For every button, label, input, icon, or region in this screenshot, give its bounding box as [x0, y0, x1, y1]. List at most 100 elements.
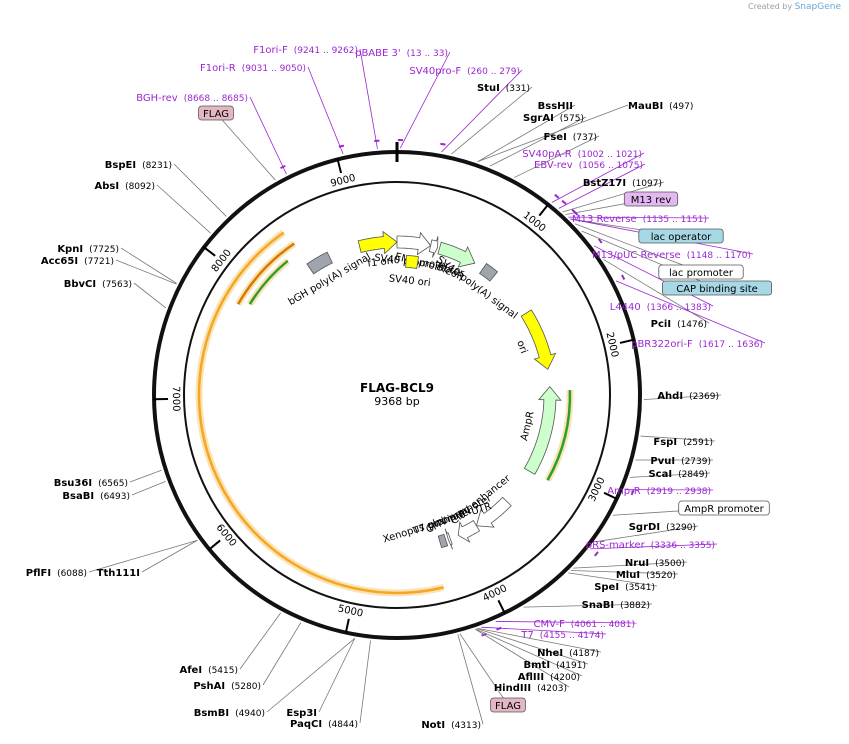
site-coord: (1476): [677, 320, 707, 330]
site-primer[interactable]: L4440(1366 .. 1383): [610, 302, 711, 313]
site-primer[interactable]: SV40pro-F(260 .. 279): [409, 66, 520, 77]
site-name: SgrDI: [629, 522, 660, 533]
site-enzyme[interactable]: AfeI(5415): [179, 665, 238, 676]
site-connector: [457, 634, 484, 725]
feature-cmv-enhancer[interactable]: [475, 496, 512, 528]
feature-ori[interactable]: [520, 309, 557, 370]
site-enzyme[interactable]: NotI(4313): [421, 720, 481, 731]
site-name: CMV-F: [533, 619, 564, 630]
site-primer[interactable]: Amp-R(2919 .. 2938): [607, 486, 711, 497]
feature-sv40-promoter[interactable]: [396, 231, 432, 256]
site-enzyme[interactable]: NruI(3500): [625, 558, 685, 569]
site-feature[interactable]: lac operator: [638, 228, 724, 244]
site-enzyme[interactable]: PflFI(6088): [26, 568, 87, 579]
site-primer[interactable]: M13 Reverse (1135 .. 1151): [572, 214, 707, 225]
site-primer[interactable]: M13/pUC Reverse(1148 .. 1170): [592, 250, 751, 261]
feature-f1-ori[interactable]: [357, 230, 398, 255]
site-name: MauBI: [628, 101, 663, 112]
feature-em7-promoter[interactable]: [428, 236, 439, 258]
site-label: Tth111I: [97, 568, 140, 579]
site-coord: (5280): [231, 682, 261, 692]
site-primer[interactable]: CMV-F(4061 .. 4081): [533, 619, 635, 630]
site-enzyme[interactable]: Bsu36I(6565): [54, 478, 128, 489]
site-enzyme[interactable]: AflIII(4200): [518, 672, 580, 683]
site-enzyme[interactable]: BstZ17I(1097): [583, 178, 662, 189]
tick-mark: [207, 539, 221, 551]
feature-t7-promoter[interactable]: [444, 528, 453, 550]
feature-cmv-promoter[interactable]: [457, 520, 481, 544]
site-enzyme[interactable]: BssHII: [538, 101, 573, 112]
site-coord: (1135 .. 1151): [643, 215, 707, 225]
site-enzyme[interactable]: BsmBI(4940): [194, 708, 265, 719]
site-enzyme[interactable]: FseI(737): [544, 132, 598, 143]
site-feature[interactable]: FLAG: [490, 697, 526, 713]
site-enzyme[interactable]: Esp3I: [286, 708, 317, 719]
site-label: BsmBI(4940): [194, 708, 265, 719]
site-connector: [562, 181, 665, 213]
feature-sv40-ori[interactable]: [405, 254, 419, 269]
site-connector: [156, 184, 211, 234]
feature-bgh-poly-a-signal[interactable]: [306, 251, 333, 275]
site-primer[interactable]: pBR322ori-F(1617 .. 1636): [631, 339, 763, 350]
feature-xenopus-globin-5-utr[interactable]: [437, 533, 449, 549]
site-coord: (6493): [100, 492, 130, 502]
site-enzyme[interactable]: Acc65I(7721): [41, 256, 114, 267]
site-enzyme[interactable]: SpeI(3541): [594, 582, 655, 593]
site-enzyme[interactable]: MluI(3520): [616, 570, 676, 581]
site-enzyme[interactable]: PvuI(2739): [650, 456, 711, 467]
site-feature[interactable]: CAP binding site: [662, 280, 773, 296]
feature-bleor[interactable]: [437, 241, 476, 268]
site-feature[interactable]: AmpR promoter: [678, 500, 770, 516]
site-enzyme[interactable]: BspEI(8231): [105, 160, 172, 171]
primer-arrow: [554, 193, 560, 199]
site-primer[interactable]: pRS-marker(3336 .. 3355): [586, 540, 715, 551]
site-coord: (9241 .. 9262): [294, 46, 358, 56]
site-enzyme[interactable]: NheI(4187): [537, 648, 599, 659]
site-name: M13/pUC Reverse: [592, 250, 681, 261]
site-primer[interactable]: EBV-rev(1056 .. 1075): [534, 160, 643, 171]
site-primer[interactable]: SV40pA-R(1002 .. 1021): [522, 149, 642, 160]
site-label: pBR322ori-F(1617 .. 1636): [631, 339, 763, 350]
site-primer[interactable]: T7(4155 .. 4174): [520, 630, 604, 641]
site-connector: [568, 216, 710, 219]
site-connector: [640, 435, 716, 442]
feature-tag-box: [662, 280, 773, 296]
site-connector: [523, 603, 653, 608]
site-enzyme[interactable]: SgrAI(575): [523, 113, 584, 124]
site-name: PciI: [651, 319, 671, 330]
feature-sv40-poly-a-signal[interactable]: [479, 262, 499, 282]
site-feature[interactable]: FLAG: [198, 105, 234, 121]
site-enzyme[interactable]: PciI (1476): [651, 319, 707, 330]
site-name: FseI: [544, 132, 567, 143]
site-name: AbsI: [94, 181, 119, 192]
feature-tag-label: lac promoter: [669, 268, 734, 279]
site-enzyme[interactable]: BbvCI(7563): [64, 279, 132, 290]
site-name: AflIII: [518, 672, 544, 683]
site-enzyme[interactable]: KpnI(7725): [57, 244, 119, 255]
site-enzyme[interactable]: HindIII(4203): [494, 683, 567, 694]
site-enzyme[interactable]: FspI(2591): [653, 437, 713, 448]
site-enzyme[interactable]: StuI(331): [477, 83, 530, 94]
site-primer[interactable]: F1ori-R(9031 .. 9050): [200, 63, 306, 74]
site-enzyme[interactable]: ScaI(2849): [648, 469, 708, 480]
site-enzyme[interactable]: MauBI(497): [628, 101, 693, 112]
site-enzyme[interactable]: BmtI(4191): [524, 660, 586, 671]
site-enzyme[interactable]: SnaBI(3882): [582, 600, 650, 611]
site-enzyme[interactable]: BsaBI(6493): [62, 491, 130, 502]
site-feature[interactable]: M13 rev: [623, 191, 679, 207]
site-feature[interactable]: lac promoter: [658, 264, 744, 280]
site-primer[interactable]: pBABE 3'(13 .. 33): [355, 48, 448, 59]
site-primer[interactable]: F1ori-F(9241 .. 9262): [253, 45, 358, 56]
site-enzyme[interactable]: PshAI(5280): [193, 681, 261, 692]
site-enzyme[interactable]: SgrDI(3290): [629, 522, 696, 533]
orf-arc: [237, 242, 296, 305]
site-primer[interactable]: BGH-rev(8668 .. 8685): [136, 93, 248, 104]
site-enzyme[interactable]: Tth111I: [97, 568, 140, 579]
site-name: M13 Reverse: [572, 214, 637, 225]
site-enzyme[interactable]: AbsI(8092): [94, 181, 155, 192]
primer-arrow: [561, 199, 567, 205]
site-connector: [595, 525, 699, 543]
feature-ampr[interactable]: [523, 385, 562, 475]
site-enzyme[interactable]: PaqCI(4844): [290, 719, 358, 730]
site-enzyme[interactable]: AhdI(2369): [657, 391, 719, 402]
